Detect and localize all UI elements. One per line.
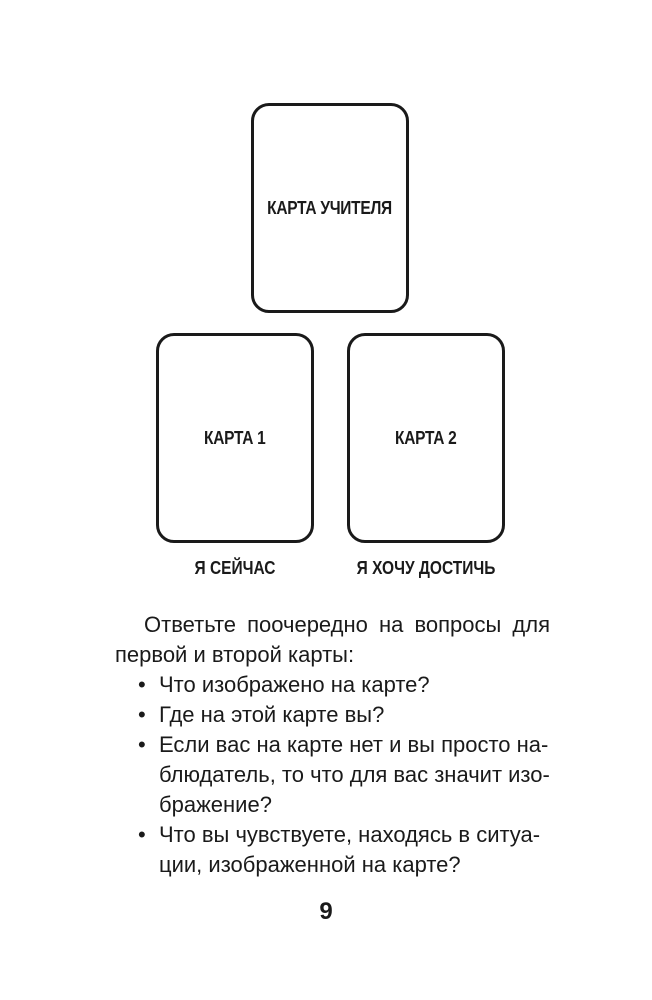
question-line: Что вы чувствуете, находясь в ситуа- <box>159 822 541 847</box>
bullet: • <box>138 822 146 847</box>
intro-paragraph: Ответьте поочередно на вопросы для перво… <box>115 610 550 670</box>
question-line: бражение? <box>159 792 272 817</box>
bullet: • <box>138 732 146 757</box>
list-item: • Что вы чувствуете, находясь в ситуа- ц… <box>115 820 550 880</box>
bullet: • <box>138 702 146 727</box>
intro-line-2: первой и второй карты: <box>115 642 355 667</box>
question-line: ции, изображенной на карте? <box>159 852 461 877</box>
page-number: 9 <box>319 898 333 925</box>
list-item: • Что изображено на карте? <box>115 670 550 700</box>
bullet: • <box>138 672 146 697</box>
card-2: КАРТА 2 <box>347 333 505 543</box>
intro-line-1: Ответьте поочередно на вопросы для <box>144 612 550 637</box>
caption-card-1: Я СЕЙЧАС <box>194 558 276 578</box>
questions-list: • Что изображено на карте? • Где на этой… <box>115 670 550 880</box>
caption-card-2: Я ХОЧУ ДОСТИЧЬ <box>356 558 496 578</box>
list-item: • Если вас на карте нет и вы просто на- … <box>115 730 550 820</box>
question-line: Где на этой карте вы? <box>159 702 385 727</box>
card-teacher: КАРТА УЧИТЕЛЯ <box>251 103 409 313</box>
card-1-label: КАРТА 1 <box>204 427 266 448</box>
card-1: КАРТА 1 <box>156 333 314 543</box>
card-teacher-label: КАРТА УЧИТЕЛЯ <box>267 197 393 218</box>
list-item: • Где на этой карте вы? <box>115 700 550 730</box>
question-line: блюдатель, то что для вас значит изо- <box>159 762 550 787</box>
question-line: Что изображено на карте? <box>159 672 430 697</box>
question-line: Если вас на карте нет и вы просто на- <box>159 732 549 757</box>
card-2-label: КАРТА 2 <box>395 427 457 448</box>
